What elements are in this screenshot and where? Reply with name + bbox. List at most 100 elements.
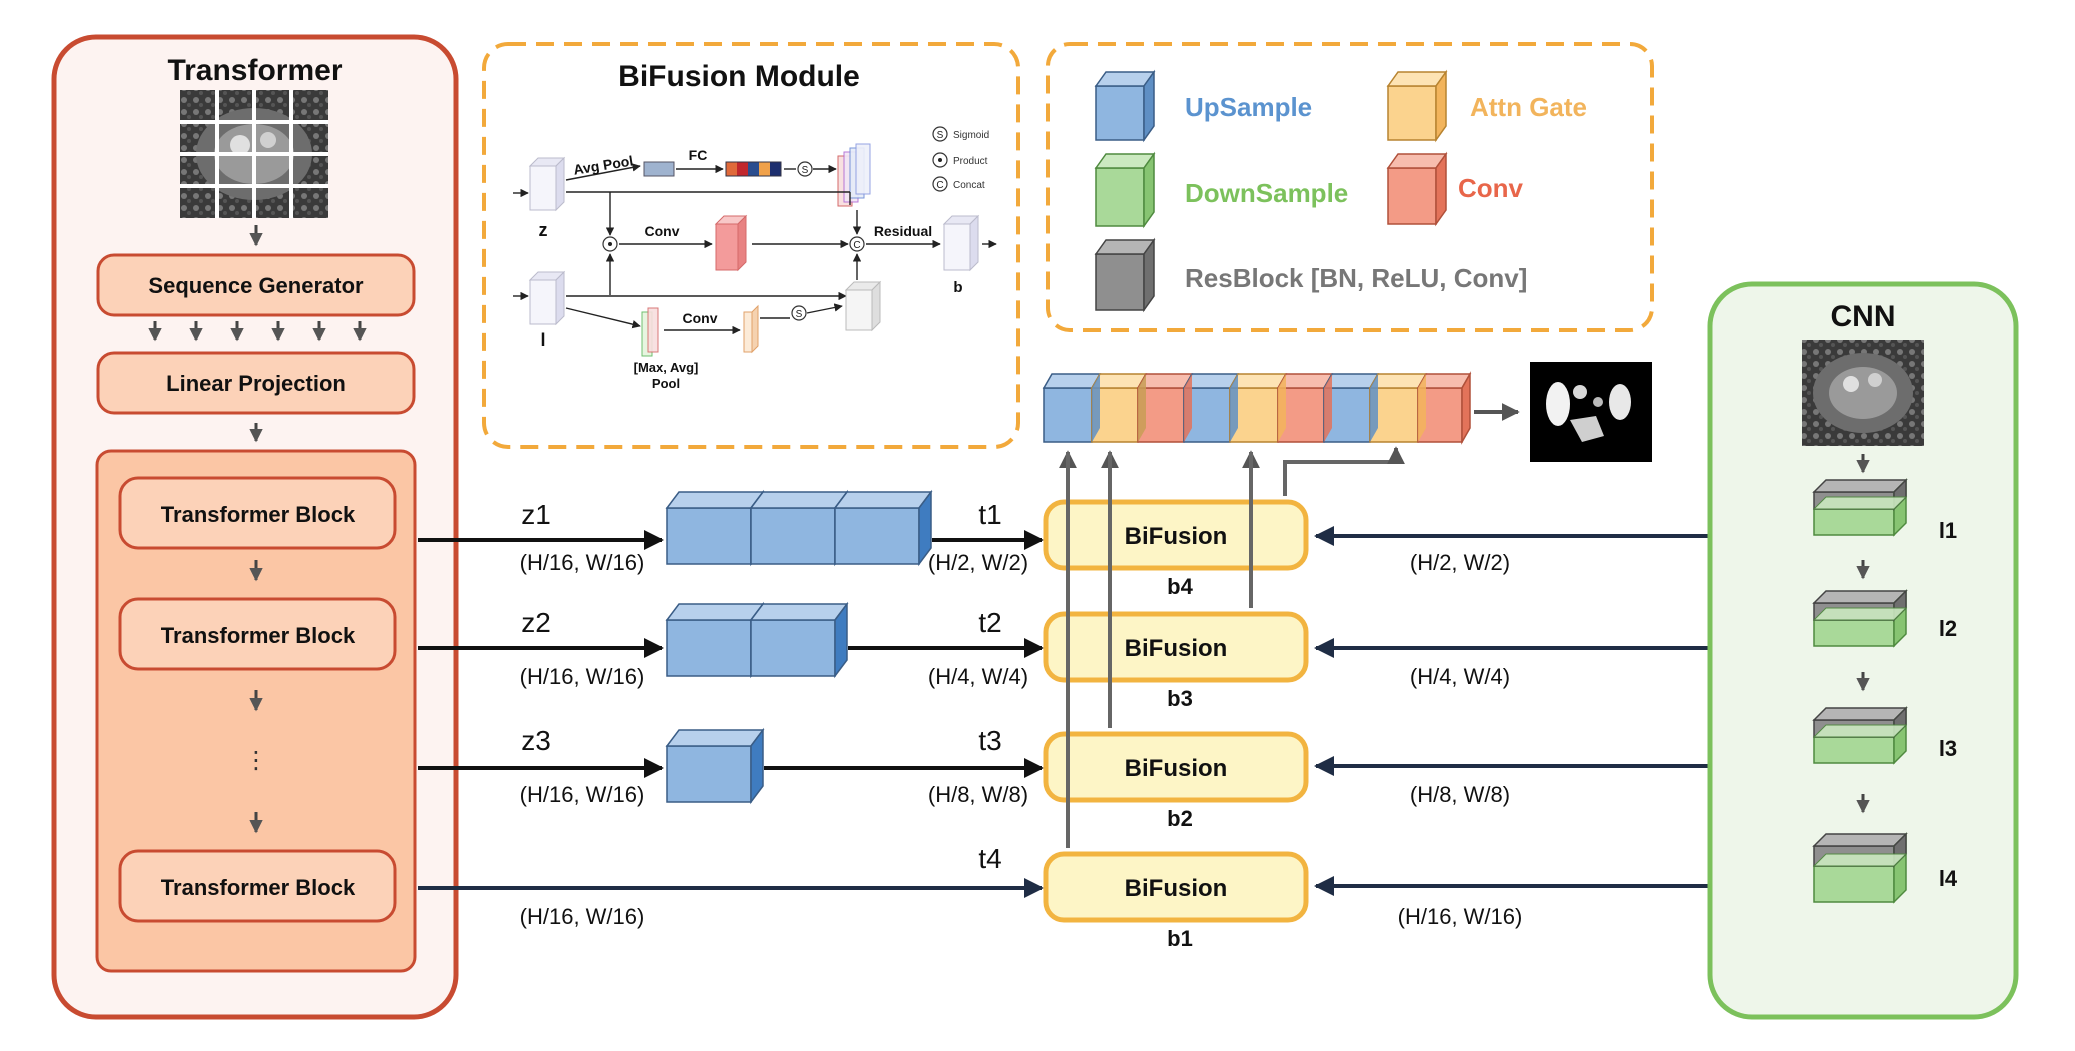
row1-t-label: t1 [978,499,1001,530]
segmentation-output-image [1530,362,1652,462]
legend-resblock-cube [1094,237,1156,313]
transformer-title: Transformer [167,54,342,87]
legend-sigmoid-label: Sigmoid [953,130,989,141]
upsample-cubes-row3 [665,727,765,805]
cnn-layer-l3 [1812,706,1908,765]
row3-l-dim: (H/8, W/8) [1410,782,1510,807]
transformer-block-1 [118,476,397,550]
cnn-l2-label: l2 [1939,616,1957,641]
cnn-title: CNN [1831,300,1896,333]
bifusion-module-title: BiFusion Module [618,60,860,93]
row3-z-label: z3 [521,725,551,756]
linear-projection-box [96,351,416,415]
bifusion-boxes: BiFusion b4 BiFusion b3 BiFusion b2 BiFu… [1043,499,1309,951]
decoder-feed-lines-front [1066,452,1253,848]
module-sigmoid-symbol-letter: S [802,165,809,176]
module-b-cube [942,214,980,272]
bifusion-module-panel: BiFusion Module z l Avg Pool FC [482,42,1020,449]
row4-t-label: t4 [978,843,1001,874]
sequence-generator-label: Sequence Generator [148,273,364,298]
bifusion-box-b2-label: BiFusion [1125,755,1228,782]
bifusion-b2-caption: b2 [1167,806,1193,831]
legend-downsample-label: DownSample [1185,178,1348,208]
module-spatial-map [743,311,753,353]
cnn-layer-l2 [1812,589,1908,648]
module-attended-l-cube [844,280,882,332]
module-z-cube [528,156,566,212]
upsample-cubes-row1 [665,489,933,567]
legend-concat-letter: C [936,180,943,191]
row1-l-dim: (H/2, W/2) [1410,550,1510,575]
bifusion-b4-caption: b4 [1167,574,1193,599]
module-sigmoid-symbol-2-letter: S [796,309,803,320]
cnn-panel-border [1707,281,2019,1020]
decoder-strip [1042,362,1652,462]
decoder-block-upsample-1 [1042,373,1102,443]
module-max-avg-pool-label-2: Pool [652,376,680,391]
bifusion-box-b1 [1043,851,1309,923]
row2-t-dim: (H/4, W/4) [928,664,1028,689]
legend-product-label: Product [953,156,988,167]
module-fc-label: FC [689,147,708,163]
module-b-label: b [953,279,962,296]
legend-attn-gate-label: Attn Gate [1470,92,1587,122]
module-sigmoid-symbol [797,161,813,177]
module-max-avg-pool-label-1: [Max, Avg] [634,360,699,375]
sequence-generator-box [96,253,416,317]
bifusion-b3-caption: b3 [1167,686,1193,711]
cnn-l3-label: l3 [1939,736,1957,761]
row2-z-dim: (H/16, W/16) [520,664,645,689]
transformer-block-2 [118,597,397,671]
legend-concat-label: Concat [953,180,985,191]
cnn-layer-l1 [1812,478,1908,537]
transformer-block-3 [118,849,397,923]
cnn-l4-label: l4 [1939,866,1958,891]
patched-ct-image [180,90,328,218]
module-z-label: z [539,220,548,240]
legend-sigmoid-letter: S [937,130,944,141]
module-conv-bottom-label: Conv [683,310,718,326]
legend-attn-gate-cube [1386,69,1448,143]
row3-t-dim: (H/8, W/8) [928,782,1028,807]
row3-z-dim: (H/16, W/16) [520,782,645,807]
row-labels: z1 (H/16, W/16) t1 (H/2, W/2) (H/2, W/2)… [520,499,1523,929]
linear-projection-label: Linear Projection [166,371,346,396]
module-residual-label: Residual [874,223,932,239]
transformer-block-2-label: Transformer Block [161,623,356,648]
row1-z-label: z1 [521,499,551,530]
module-l-cube [528,270,566,326]
legend-concat-symbol [932,176,948,192]
module-avg-pool-label: Avg Pool [572,152,634,177]
bifusion-box-b4-label: BiFusion [1125,523,1228,550]
legend-panel: UpSample Attn Gate DownSample Conv ResBl… [1046,42,1654,332]
upsample-cubes-row2 [665,601,849,679]
module-pooled-features [641,307,659,357]
legend-resblock-label: ResBlock [BN, ReLU, Conv] [1185,263,1527,293]
row1-z-dim: (H/16, W/16) [520,550,645,575]
legend-downsample-cube [1094,151,1156,229]
bifusion-module-border [482,42,1020,449]
transformer-ellipsis: ⋮ [244,747,268,774]
module-pooled-vector [643,161,675,177]
row2-t-label: t2 [978,607,1001,638]
module-sigmoid-symbol-2 [791,305,807,321]
transformer-block-3-label: Transformer Block [161,875,356,900]
row-connections [418,526,1813,898]
row4-l-dim: (H/16, W/16) [1398,904,1523,929]
bifusion-box-b3-label: BiFusion [1125,635,1228,662]
cnn-panel: CNN l1 l2 [1707,281,2019,1020]
row3-t-label: t3 [978,725,1001,756]
cnn-layer-l4 [1812,832,1908,904]
transformer-block-1-label: Transformer Block [161,502,356,527]
module-attended-features [837,143,871,207]
module-conv-top-label: Conv [645,223,680,239]
row1-t-dim: (H/2, W/2) [928,550,1028,575]
bifusion-b1-caption: b1 [1167,926,1193,951]
bifusion-box-b2 [1043,731,1309,803]
sequence-arrows [148,321,367,342]
legend-upsample-cube [1094,69,1156,143]
module-concat-symbol-letter: C [853,240,860,251]
transformer-panel: Transformer Sequence Generator [51,34,459,1020]
legend-upsample-label: UpSample [1185,92,1312,122]
row2-z-label: z2 [521,607,551,638]
